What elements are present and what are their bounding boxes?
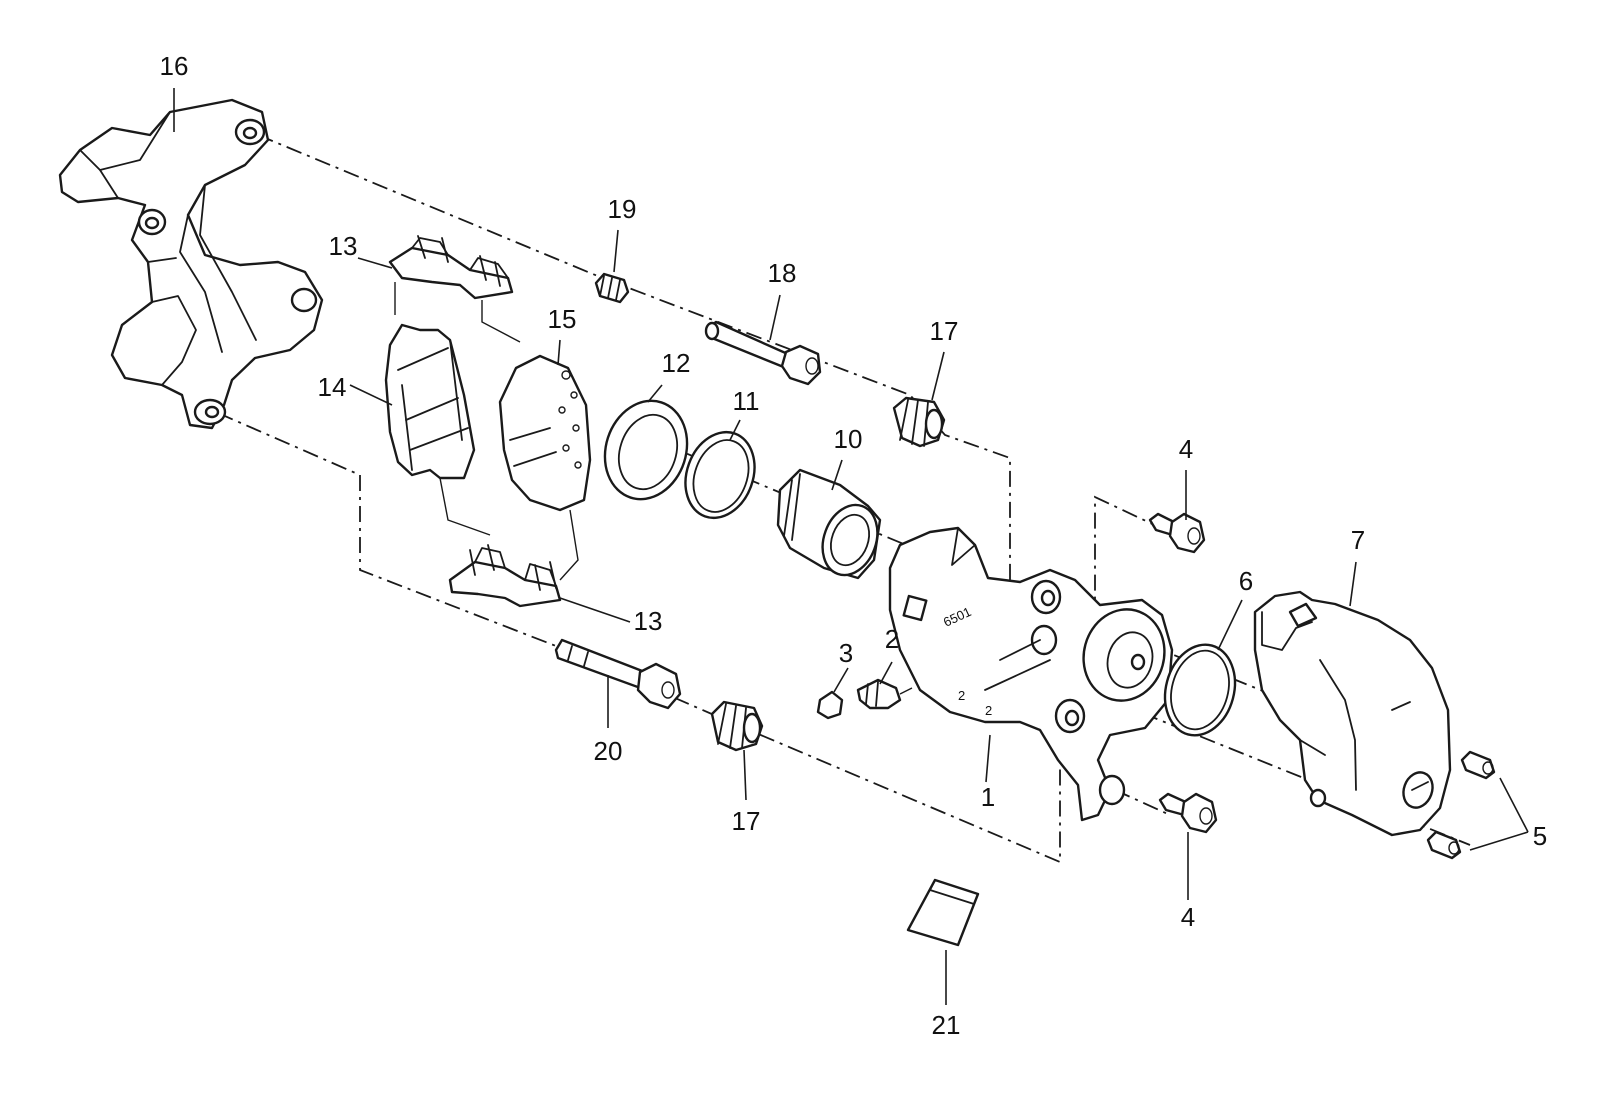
callout-17-upper: 17 <box>930 316 959 346</box>
piston-dust-boot <box>603 399 689 501</box>
callout-labels: 16 19 13 18 15 17 12 14 11 10 4 7 6 13 3… <box>160 51 1548 1040</box>
callout-13-upper: 13 <box>329 231 358 261</box>
housing-bolt-upper <box>1148 512 1206 554</box>
cover-screw-upper <box>1460 750 1496 780</box>
callout-7: 7 <box>1351 525 1365 555</box>
guide-bushing-small <box>594 272 630 304</box>
brake-pad-outer <box>498 354 592 581</box>
callout-3: 3 <box>839 638 853 668</box>
housing-mark-1: 2 <box>958 688 965 703</box>
callout-12: 12 <box>662 348 691 378</box>
callout-10: 10 <box>834 424 863 454</box>
motor-o-ring <box>1163 643 1237 737</box>
caliper-carrier-bracket <box>58 98 324 430</box>
bleeder-valve <box>856 678 913 710</box>
pad-clip-upper <box>388 235 521 343</box>
housing-mark-2: 2 <box>985 703 992 718</box>
housing-bolt-lower <box>1158 792 1218 834</box>
callout-6: 6 <box>1239 566 1253 596</box>
cover-screw-lower <box>1426 830 1462 860</box>
piston-seal <box>684 430 756 520</box>
callout-16: 16 <box>160 51 189 81</box>
callout-11: 11 <box>733 386 760 416</box>
guide-pin-bolt-upper <box>704 320 822 386</box>
grease-sachet <box>906 878 980 947</box>
parking-brake-motor <box>1253 590 1452 837</box>
pad-clip-lower <box>448 544 562 608</box>
bleeder-cap <box>816 690 844 720</box>
guide-bushing-lower <box>710 700 764 752</box>
callout-19: 19 <box>608 194 637 224</box>
callout-17-lower: 17 <box>732 806 761 836</box>
caliper-housing: 6501 2 2 <box>888 526 1174 822</box>
callout-4-lower: 4 <box>1181 902 1195 932</box>
brake-pad-inner <box>384 323 491 536</box>
callout-5: 5 <box>1533 821 1547 851</box>
caliper-piston <box>776 468 882 580</box>
callout-14: 14 <box>318 372 347 402</box>
callout-2: 2 <box>885 624 899 654</box>
callout-21: 21 <box>932 1010 961 1040</box>
callout-18: 18 <box>768 258 797 288</box>
callout-1: 1 <box>981 782 995 812</box>
guide-pin-bolt-lower <box>554 638 682 710</box>
callout-4-upper: 4 <box>1179 434 1193 464</box>
guide-bushing-upper <box>892 396 946 448</box>
callout-20: 20 <box>594 736 623 766</box>
leader-lines <box>173 88 1529 1005</box>
bolt-axis-upper <box>1094 495 1166 612</box>
callout-15: 15 <box>548 304 577 334</box>
callout-13-lower: 13 <box>634 606 663 636</box>
